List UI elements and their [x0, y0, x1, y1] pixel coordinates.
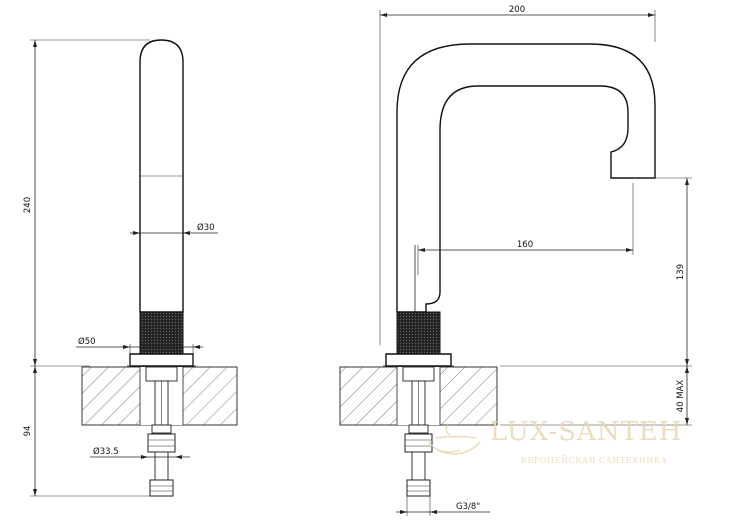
front-spout-diameter: Ø30 — [197, 222, 215, 233]
side-counter-thickness-dimension: 40 MAX — [676, 380, 686, 413]
side-spout-height-dimension: 139 — [676, 264, 686, 280]
front-fixing-nut — [145, 366, 178, 382]
watermark-brand: LUX-SANTEH — [490, 417, 682, 447]
side-spout-body — [396, 43, 656, 313]
side-knurled-collar — [396, 311, 441, 355]
side-hose-end — [406, 479, 431, 497]
watermark-tagline: ЕВРОПЕЙСКАЯ САНТЕХНИКА — [521, 456, 667, 465]
side-connector — [408, 424, 429, 434]
front-height-dimension: 240 — [23, 197, 33, 213]
front-base-diameter: Ø50 — [78, 336, 96, 347]
front-connector — [151, 424, 172, 434]
front-hose — [154, 451, 169, 483]
front-hose-diameter: Ø33.5 — [93, 446, 119, 457]
side-hose — [411, 451, 426, 483]
side-reach-dimension: 160 — [517, 240, 533, 250]
bathtub-logo-icon — [427, 424, 481, 455]
side-width-dimension: 200 — [509, 5, 525, 15]
watermark: LUX-SANTEH ЕВРОПЕЙСКАЯ САНТЕХНИКА — [427, 417, 682, 465]
front-below-counter-dimension: 94 — [23, 426, 33, 437]
side-thread-dimension: G3/8" — [456, 502, 480, 512]
side-base-flange — [385, 353, 452, 367]
front-base-flange — [129, 353, 194, 367]
front-hose-end — [149, 479, 174, 497]
front-knurled-collar — [139, 311, 184, 355]
front-view: 240 94 Ø30 Ø50 Ø33.5 — [23, 39, 238, 497]
side-fixing-nut — [402, 366, 435, 382]
side-view: 200 160 139 40 MAX G3/8" — [339, 5, 692, 516]
